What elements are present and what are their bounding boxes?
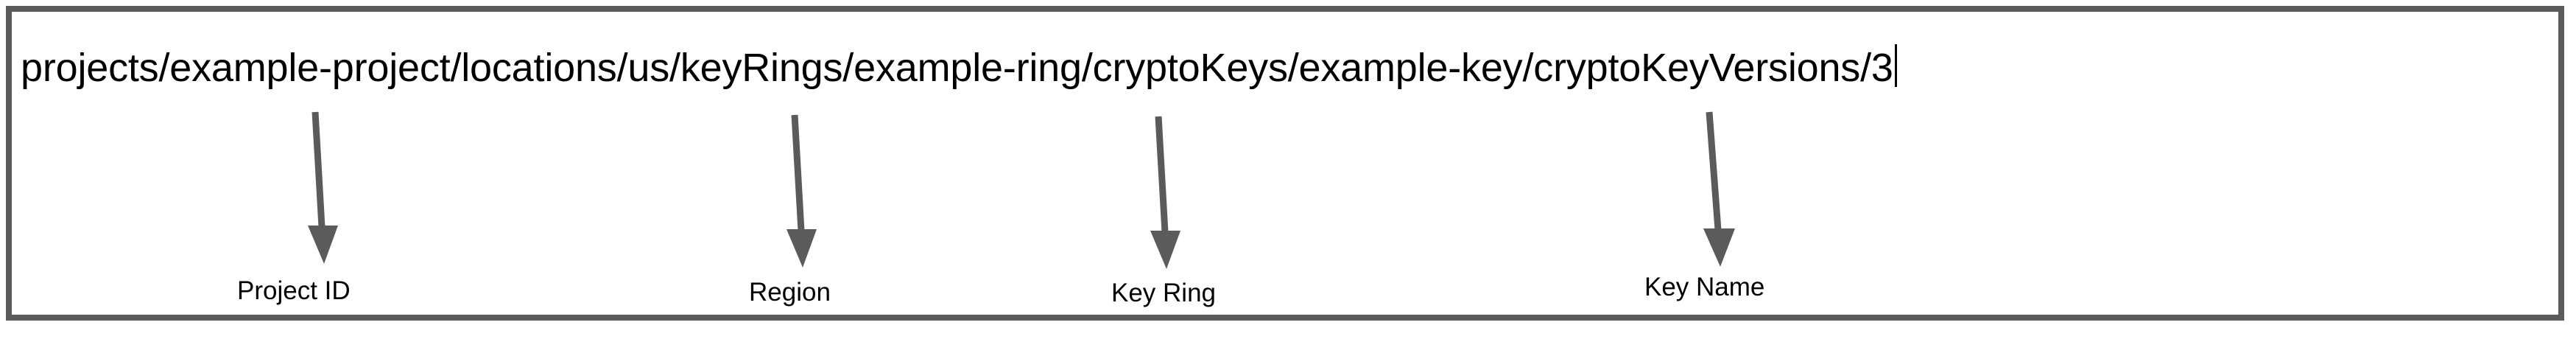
resource-name-value: projects/example-project/locations/us/ke… [21,46,1893,90]
callout-label-key-name: Key Name [1644,273,1765,301]
callout-label-key-ring: Key Ring [1111,279,1217,307]
callout-label-region: Region [749,278,831,307]
resource-name-field-frame [6,6,2564,321]
text-caret [1894,44,1897,87]
callout-label-project-id: Project ID [237,276,351,305]
resource-name-input[interactable]: projects/example-project/locations/us/ke… [21,38,1897,94]
